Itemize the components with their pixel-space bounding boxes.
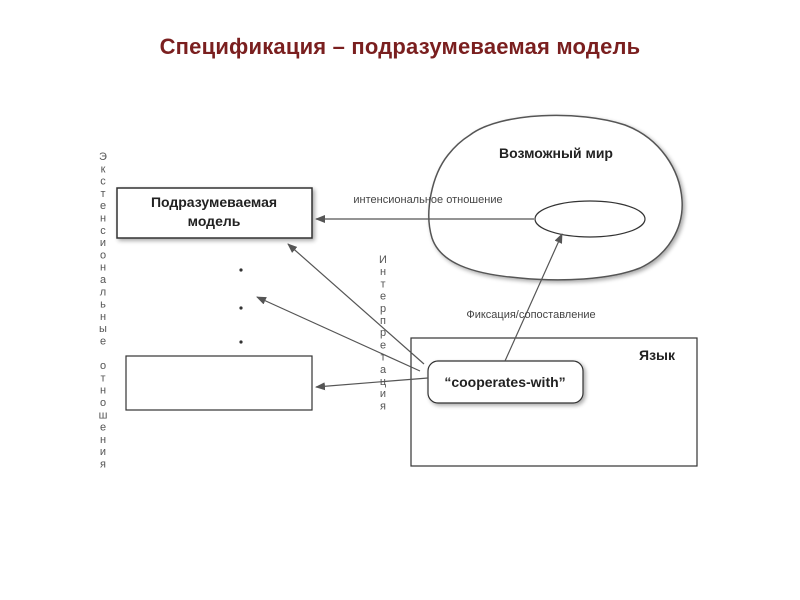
extensional-vertical-letter: н [100, 434, 106, 446]
extensional-vertical-letter: и [100, 446, 106, 458]
interpretation-vertical-letter: И [379, 254, 387, 266]
ellipsis-dot-1 [239, 268, 243, 272]
implied-model-label-line2: модель [188, 213, 241, 229]
extensional-vertical-letter: е [100, 200, 106, 212]
interpretation-vertical-letter: и [380, 388, 386, 400]
extensional-vertical-letter: т [100, 372, 105, 384]
extensional-vertical-letter: н [100, 262, 106, 274]
interpretation-vertical-letter: р [380, 303, 386, 315]
interpretation-arrow-top [287, 243, 425, 365]
interpretation-vertical-letter: т [380, 278, 385, 290]
extensional-vertical-letter: ь [100, 299, 106, 311]
possible-world-cloud [428, 114, 683, 281]
language-label: Язык [639, 347, 676, 363]
extensional-vertical-letter: а [100, 274, 107, 286]
slide-title: Спецификация – подразумеваемая модель [159, 34, 641, 59]
interpretation-vertical-letter: р [380, 327, 386, 339]
interpretation-vertical-letter: т [380, 352, 385, 364]
intensional-label: интенсиональное отношение [353, 194, 502, 206]
ellipsis-dot-3 [239, 340, 243, 344]
extensional-vertical-letter: ы [99, 323, 107, 335]
implied-model-label-line1: Подразумеваемая [151, 194, 277, 210]
extensional-vertical-letter: Э [99, 151, 107, 163]
implied-model-box [116, 187, 313, 239]
extensional-vertical-letter: т [100, 188, 105, 200]
interpretation-vertical-letter: н [380, 266, 386, 278]
fixation-arrow [504, 233, 563, 362]
interpretation-vertical-letter: я [380, 400, 386, 412]
interpretation-vertical-letter: а [380, 364, 387, 376]
extensional-vertical-letter: я [100, 459, 106, 471]
world-label: Возможный мир [499, 145, 613, 161]
extensional-vertical-letter: с [100, 225, 106, 237]
world-ellipse [534, 200, 646, 238]
extensional-vertical-letter: к [101, 163, 106, 175]
interpretation-vertical-letter: ц [380, 376, 387, 388]
extensional-vertical-letter: о [100, 360, 106, 372]
extensional-vertical-letter: с [100, 176, 106, 188]
interpretation-arrow-bottom [315, 377, 429, 391]
extensional-vertical-letter: о [100, 397, 106, 409]
extensional-vertical-letter: е [100, 422, 106, 434]
extensional-vertical-letter: е [100, 336, 106, 348]
ellipsis-dot-2 [239, 306, 243, 310]
extensional-vertical-letter: ш [99, 409, 108, 421]
extensional-vertical-letter: о [100, 249, 106, 261]
term-label: “cooperates-with” [444, 374, 565, 390]
extensional-vertical-letter: и [100, 237, 106, 249]
interpretation-vertical-letter: е [380, 339, 386, 351]
empty-model-box [125, 355, 313, 411]
extensional-vertical-letter: н [100, 213, 106, 225]
extensional-vertical-letter: н [100, 385, 106, 397]
extensional-vertical-letter: н [100, 311, 106, 323]
interpretation-arrow-middle [256, 296, 421, 372]
interpretation-vertical-letter: п [380, 315, 386, 327]
interpretation-vertical-letter: е [380, 291, 386, 303]
extensional-vertical-letter: л [100, 286, 106, 298]
fixation-label: Фиксация/сопоставление [466, 309, 595, 321]
